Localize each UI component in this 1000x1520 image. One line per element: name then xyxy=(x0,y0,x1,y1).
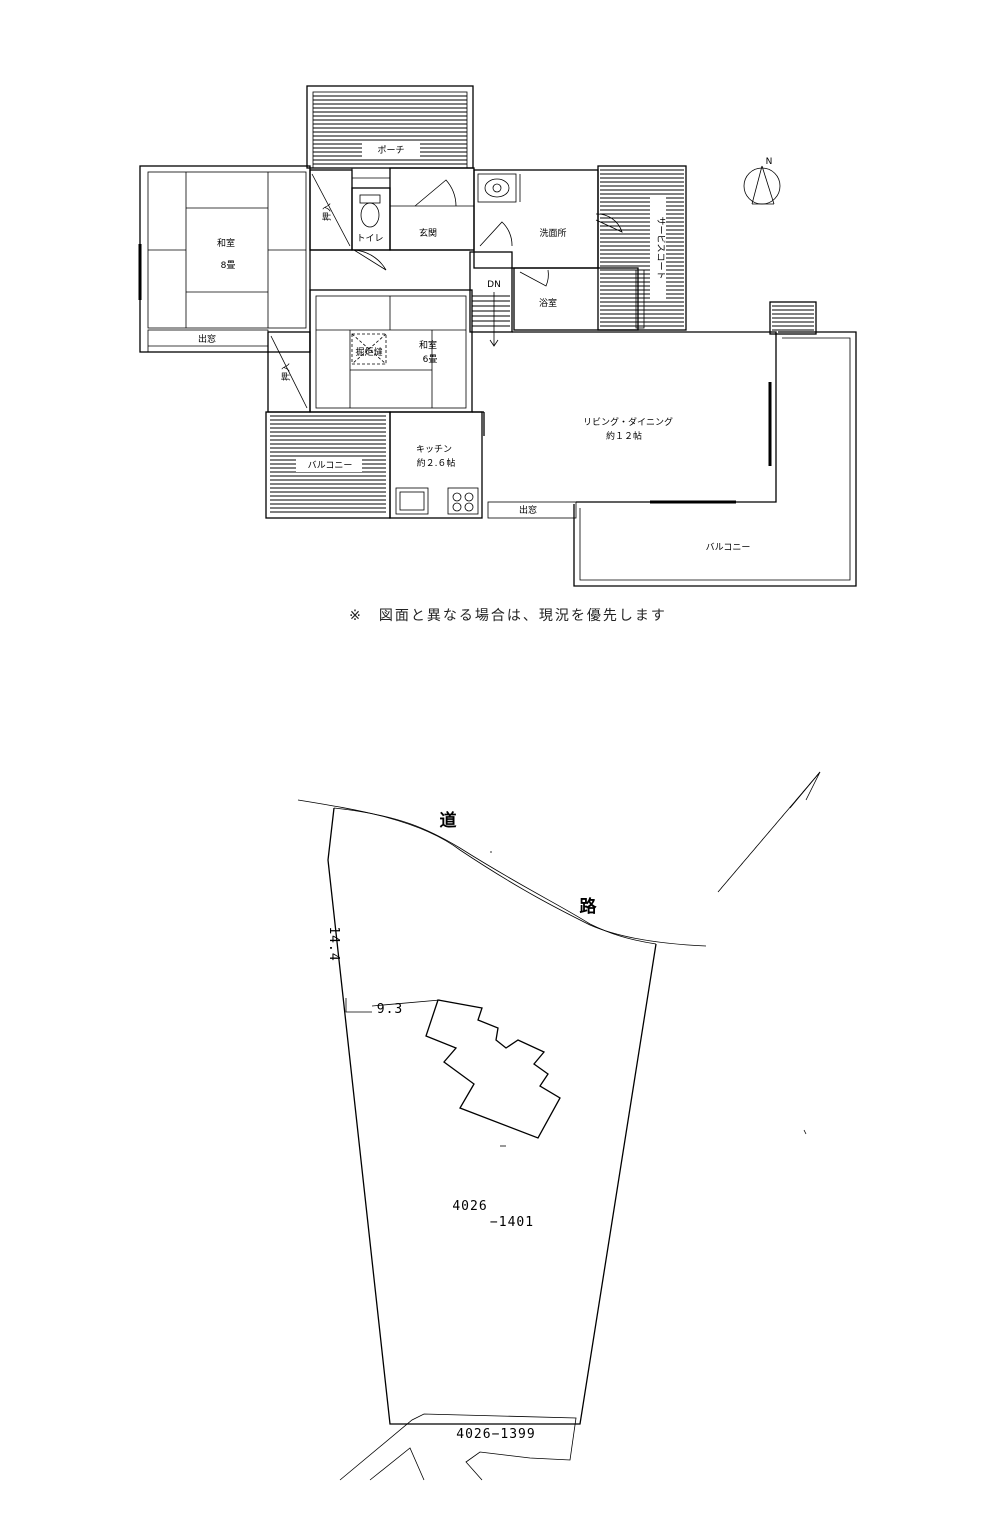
road-label-1: 道 xyxy=(440,810,457,831)
washitsu-6-size: 6畳 xyxy=(423,354,438,365)
neighbor-lot-label: 4026−1399 xyxy=(456,1427,535,1442)
service-court: サービスコート xyxy=(597,165,687,331)
down-mark: DN xyxy=(487,280,501,290)
washitsu-8-label: 和室 xyxy=(217,237,235,249)
disclaimer-note: ※ 図面と異なる場合は、現況を優先します xyxy=(349,608,667,624)
lot-number-line2: −1401 xyxy=(490,1215,534,1230)
entrance-label: 玄関 xyxy=(419,227,437,239)
scan-specks xyxy=(490,851,807,1147)
building-footprint xyxy=(425,999,561,1139)
lot-number-line1: 4026 xyxy=(452,1199,487,1214)
compass-icon: N xyxy=(743,157,781,205)
balcony-left-label: バルコニー xyxy=(308,460,353,471)
washitsu-8: 和室 8畳 出窓 xyxy=(138,165,311,353)
kitchen: キッチン 約２.６帖 xyxy=(389,411,483,519)
service-court-label: サービスコート xyxy=(655,216,666,279)
closet-left: 押入 xyxy=(309,169,353,251)
demado-right: 出窓 xyxy=(487,501,577,519)
horigotatsu-label: 掘炬燵 xyxy=(355,346,382,358)
kitchen-label: キッチン xyxy=(416,444,452,455)
floor-plan: ポーチ 和室 8畳 出窓 押入 xyxy=(138,85,857,624)
kitchen-size: 約２.６帖 xyxy=(417,457,456,469)
entry-steps xyxy=(351,167,391,189)
closet-lower: 押入 xyxy=(267,331,311,413)
living-dining: リビング・ダイニング 約１２帖 xyxy=(472,331,777,504)
entrance: 玄関 xyxy=(389,167,475,251)
bath-label: 浴室 xyxy=(539,297,557,309)
washitsu-8-size: 8畳 xyxy=(221,260,236,271)
balcony-right: バルコニー xyxy=(573,301,857,587)
washitsu-6-label: 和室 xyxy=(419,339,437,351)
road-label-2: 路 xyxy=(580,896,598,917)
compass-label: N xyxy=(766,157,773,167)
balcony-right-label: バルコニー xyxy=(706,542,751,553)
washroom: 洗面所 xyxy=(473,169,623,269)
site-plan: 道 路 14.4 9.3 4026 −1401 4026−1399 xyxy=(297,771,821,1481)
balcony-left: バルコニー xyxy=(265,411,391,519)
dimension-setback: 9.3 xyxy=(377,1002,403,1017)
toilet-label: トイレ xyxy=(356,234,383,244)
demado-left-label: 出窓 xyxy=(198,333,216,345)
closet-lower-label: 押入 xyxy=(280,363,292,381)
bath: 浴室 xyxy=(513,267,645,331)
living-size: 約１２帖 xyxy=(606,430,642,442)
dimension-left: 14.4 xyxy=(326,926,341,961)
washroom-label: 洗面所 xyxy=(539,227,566,239)
living-label: リビング・ダイニング xyxy=(583,416,673,428)
stairs: DN xyxy=(469,251,513,347)
porch: ポーチ xyxy=(306,85,474,169)
neighbor-lot: 4026−1399 xyxy=(339,1413,577,1481)
toilet: トイレ xyxy=(351,187,391,271)
washitsu-6: 掘炬燵 和室 6畳 xyxy=(309,289,473,413)
demado-right-label: 出窓 xyxy=(519,504,537,516)
closet-left-label: 押入 xyxy=(321,203,333,221)
porch-label: ポーチ xyxy=(377,145,404,156)
